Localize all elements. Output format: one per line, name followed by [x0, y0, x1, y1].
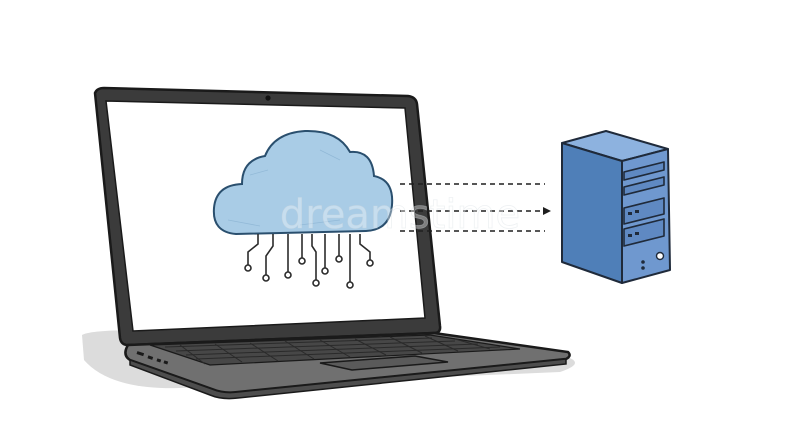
keyboard-key-rows	[164, 335, 501, 365]
led-icon	[641, 266, 645, 270]
touchpad	[319, 355, 449, 371]
led-icon	[641, 260, 645, 264]
laptop-base-edge	[129, 358, 567, 400]
data-transfer-arrows-icon	[400, 183, 545, 232]
cloud-icon	[212, 129, 394, 236]
power-button-icon	[655, 251, 665, 261]
port-icon	[136, 351, 145, 357]
port-icon	[147, 355, 154, 360]
drive-bay	[623, 176, 665, 196]
drive-bay	[623, 197, 665, 225]
drive-bay	[623, 161, 665, 181]
webcam-icon	[265, 95, 271, 101]
port-icon	[156, 358, 162, 363]
server-tower-icon	[561, 130, 671, 284]
port-icon	[163, 360, 169, 365]
arrow-head-icon	[543, 207, 551, 215]
server-side	[561, 142, 623, 284]
circuit-lines-icon	[244, 234, 374, 289]
drive-bay	[623, 218, 665, 247]
cloud-shape	[212, 129, 394, 236]
